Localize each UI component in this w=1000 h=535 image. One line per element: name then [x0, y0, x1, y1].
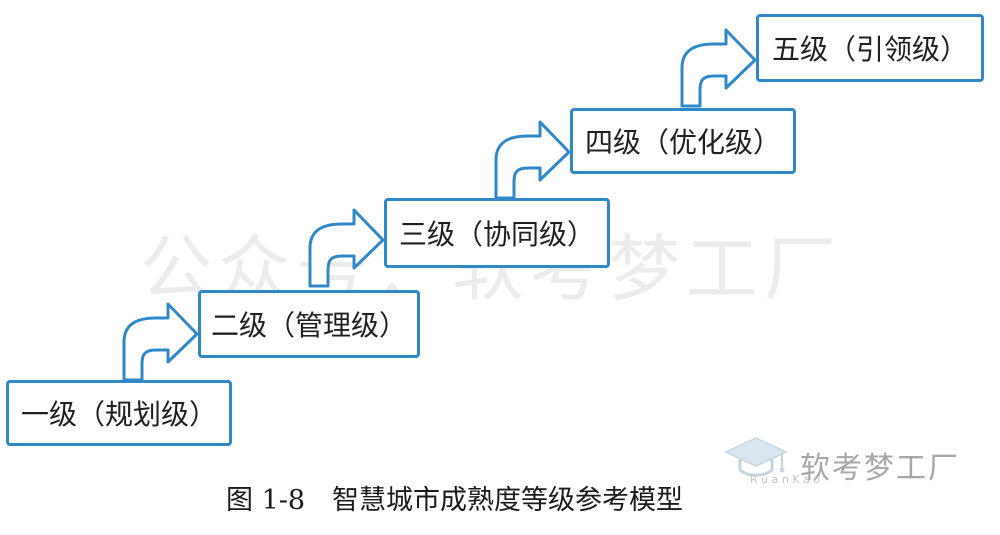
graduation-cap-icon [724, 437, 788, 477]
level-2-box: 二级（管理级） [198, 290, 420, 358]
logo-small-text: R u a n K a o [750, 473, 820, 486]
arrow-icon [494, 120, 571, 200]
arrow-icon [122, 302, 199, 382]
level-4-box: 四级（优化级） [570, 108, 796, 174]
level-3-box: 三级（协同级） [384, 198, 610, 268]
figure-caption: 图 1-8 智慧城市成熟度等级参考模型 [226, 485, 684, 516]
arrow-icon [680, 28, 757, 108]
arrow-icon [308, 208, 385, 288]
level-5-box: 五级（引领级） [756, 14, 984, 82]
logo-main-text: 软考梦工厂 [800, 451, 960, 486]
logo: 软考梦工厂 R u a n K a o [722, 426, 992, 496]
level-1-box: 一级（规划级） [6, 380, 232, 446]
